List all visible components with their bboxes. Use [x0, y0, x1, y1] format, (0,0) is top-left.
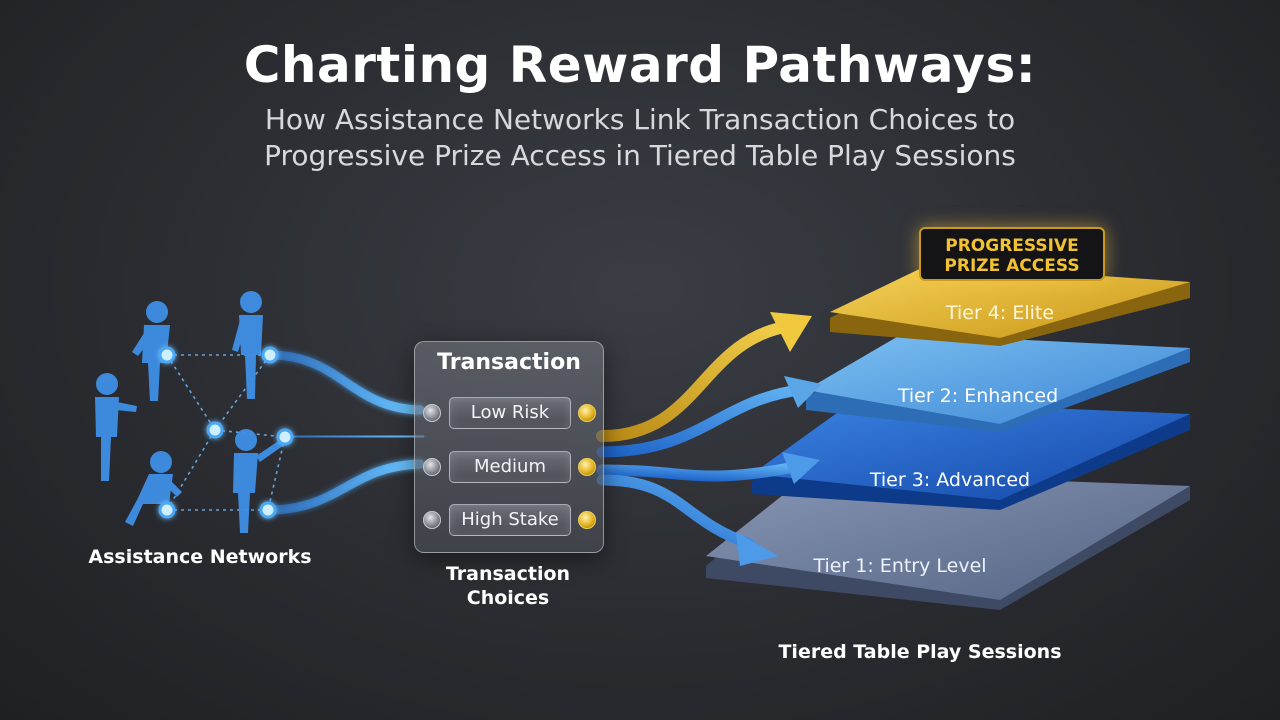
person-icon — [132, 301, 170, 401]
network-link — [166, 429, 216, 511]
network-link — [267, 436, 286, 511]
coin-icon — [578, 511, 596, 529]
tier-advanced-label: Tier 3: Advanced — [869, 469, 1031, 491]
transaction-panel-title: Transaction — [437, 350, 581, 375]
subtitle-line-1: How Assistance Networks Link Transaction… — [264, 103, 1016, 136]
transaction-choices-label: Transaction Choices — [420, 562, 596, 610]
person-icon — [232, 291, 263, 399]
page-title: Charting Reward Pathways: — [243, 36, 1037, 94]
input-node-icon — [423, 404, 441, 422]
node-icon — [158, 501, 176, 519]
network-flows — [263, 350, 425, 515]
network-nodes — [158, 346, 294, 519]
tier-elite-slab — [830, 264, 1190, 346]
arrow-head-entry — [736, 532, 778, 566]
arrow-to-entry — [596, 474, 756, 550]
node-icon — [259, 501, 277, 519]
tier-enhanced-label: Tier 2: Enhanced — [897, 385, 1059, 407]
person-icon — [95, 373, 137, 481]
person-icon — [125, 451, 182, 526]
option-high-stake[interactable]: High Stake — [449, 504, 571, 536]
badge-line-1: PROGRESSIVE — [945, 236, 1079, 256]
node-icon — [158, 346, 176, 364]
choices-label-line-2: Choices — [466, 587, 550, 609]
network-links — [166, 354, 286, 511]
tier-entry-label: Tier 1: Entry Level — [813, 555, 987, 577]
input-node-icon — [423, 511, 441, 529]
arrow-to-enhanced — [596, 384, 806, 458]
option-low-risk[interactable]: Low Risk — [449, 397, 571, 429]
node-icon — [261, 346, 279, 364]
arrow-head-enhanced — [784, 376, 822, 408]
flow-middle — [281, 432, 424, 441]
coin-icon — [578, 404, 596, 422]
network-link — [166, 354, 216, 431]
flow-to-low-risk — [265, 350, 425, 415]
flow-to-medium — [263, 459, 425, 515]
assistance-networks-label: Assistance Networks — [88, 546, 312, 568]
arrow-to-elite — [596, 320, 796, 442]
coin-icon — [578, 458, 596, 476]
node-icon — [206, 421, 224, 439]
arrow-head-advanced — [782, 452, 820, 484]
input-node-icon — [423, 458, 441, 476]
output-arrows — [596, 312, 822, 566]
page-subtitle: How Assistance Networks Link Transaction… — [0, 102, 1280, 174]
node-icon — [276, 428, 294, 446]
progressive-prize-badge: PROGRESSIVE PRIZE ACCESS — [919, 227, 1105, 281]
tier-entry-slab — [706, 472, 1190, 610]
tier-elite-label: Tier 4: Elite — [945, 302, 1055, 324]
transaction-panel: Transaction Low Risk Medium High Stake — [414, 341, 604, 553]
arrow-head-elite — [770, 312, 812, 352]
person-icon — [233, 429, 284, 533]
tier-enhanced-slab — [806, 334, 1190, 432]
person-icons — [95, 291, 284, 533]
badge-line-2: PRIZE ACCESS — [944, 256, 1080, 276]
choices-label-line-1: Transaction — [445, 563, 571, 585]
tier-advanced-slab — [752, 400, 1190, 510]
option-medium[interactable]: Medium — [449, 451, 571, 483]
tiered-sessions-label: Tiered Table Play Sessions — [778, 641, 1062, 663]
subtitle-line-2: Progressive Prize Access in Tiered Table… — [264, 139, 1016, 172]
network-link — [214, 354, 271, 431]
arrow-to-advanced — [596, 460, 806, 482]
